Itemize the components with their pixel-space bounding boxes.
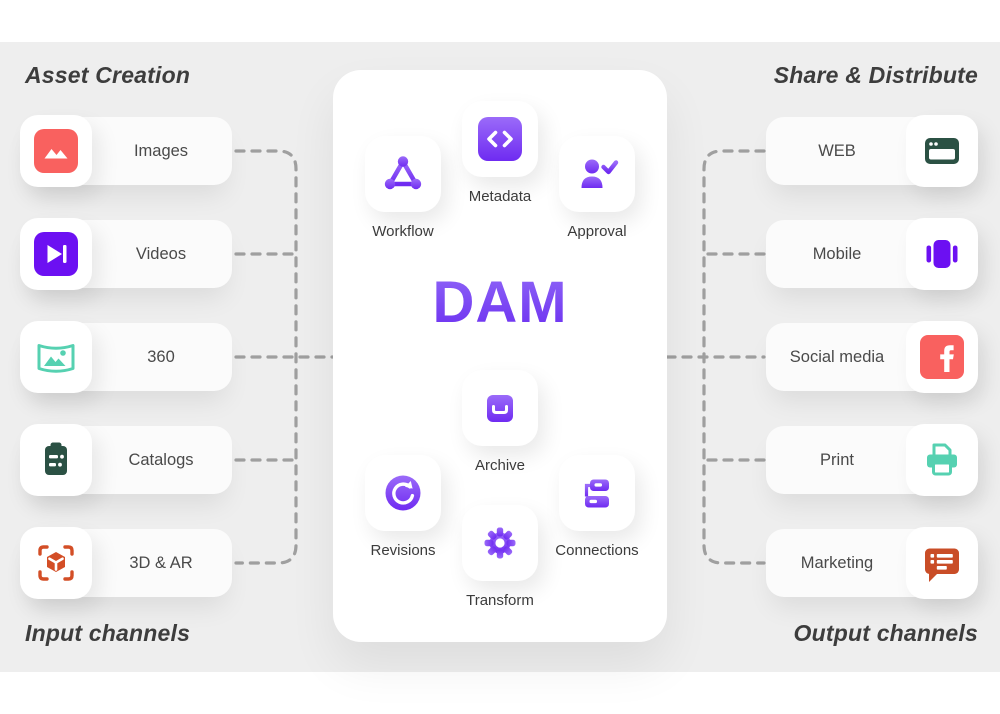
feature-label: Transform: [466, 592, 534, 609]
output-channel-web: WEB: [766, 115, 978, 187]
feature-archive: Archive: [452, 370, 548, 474]
section-title-asset-creation: Asset Creation: [25, 62, 191, 88]
output-channel-marketing: Marketing: [766, 527, 978, 599]
input-channel-catalogs: Catalogs: [20, 424, 232, 496]
channel-label: Print: [820, 450, 854, 469]
code-brackets-icon: [462, 101, 538, 177]
feature-approval: Approval: [549, 136, 645, 240]
section-title-output-channels: Output channels: [793, 620, 978, 646]
feature-label: Metadata: [468, 188, 532, 205]
section-title-input-channels: Input channels: [25, 620, 191, 646]
sitemap-icon: [559, 455, 635, 531]
printer-icon: [906, 424, 978, 496]
input-channel-3d-ar: 3D & AR: [20, 527, 232, 599]
gear-icon: [462, 505, 538, 581]
channel-label: WEB: [818, 141, 856, 160]
refresh-circle-icon: [365, 455, 441, 531]
output-channel-social-media: Social media: [766, 321, 978, 393]
feature-label: Workflow: [372, 223, 434, 240]
feature-label: Revisions: [370, 542, 436, 559]
channel-label: Marketing: [800, 553, 874, 572]
video-play-icon: [20, 218, 92, 290]
output-channel-print: Print: [766, 424, 978, 496]
feature-metadata: Metadata: [452, 101, 548, 205]
channel-label: Catalogs: [128, 450, 194, 469]
workflow-icon: [365, 136, 441, 212]
channel-label: 3D & AR: [129, 553, 193, 572]
channel-label: Mobile: [812, 244, 862, 263]
feature-connections: Connections: [549, 455, 645, 559]
facebook-icon: [906, 321, 978, 393]
feature-workflow: Workflow: [355, 136, 451, 240]
feature-revisions: Revisions: [355, 455, 451, 559]
section-title-share-distribute: Share & Distribute: [773, 62, 978, 88]
channel-label: Videos: [135, 244, 187, 263]
feature-label: Connections: [555, 542, 639, 559]
archive-box-icon: [462, 370, 538, 446]
feature-label: Approval: [567, 223, 627, 240]
chat-list-icon: [906, 527, 978, 599]
image-icon: [20, 115, 92, 187]
channel-label: Images: [133, 141, 189, 160]
browser-icon: [906, 115, 978, 187]
input-channel-360: 360: [20, 321, 232, 393]
clipboard-icon: [20, 424, 92, 496]
feature-transform: Transform: [452, 505, 548, 609]
dam-core-card: Workflow Metadata: [333, 70, 667, 642]
svg-text:DAM: DAM: [432, 273, 567, 335]
dam-title: DAM: [432, 273, 567, 335]
input-channel-images: Images: [20, 115, 232, 187]
panorama-icon: [20, 321, 92, 393]
input-channel-videos: Videos: [20, 218, 232, 290]
feature-label: Archive: [474, 457, 526, 474]
user-check-icon: [559, 136, 635, 212]
mobile-icon: [906, 218, 978, 290]
output-channel-mobile: Mobile: [766, 218, 978, 290]
channel-label: Social media: [789, 347, 885, 366]
channel-label: 360: [147, 347, 175, 366]
cube-scan-icon: [20, 527, 92, 599]
